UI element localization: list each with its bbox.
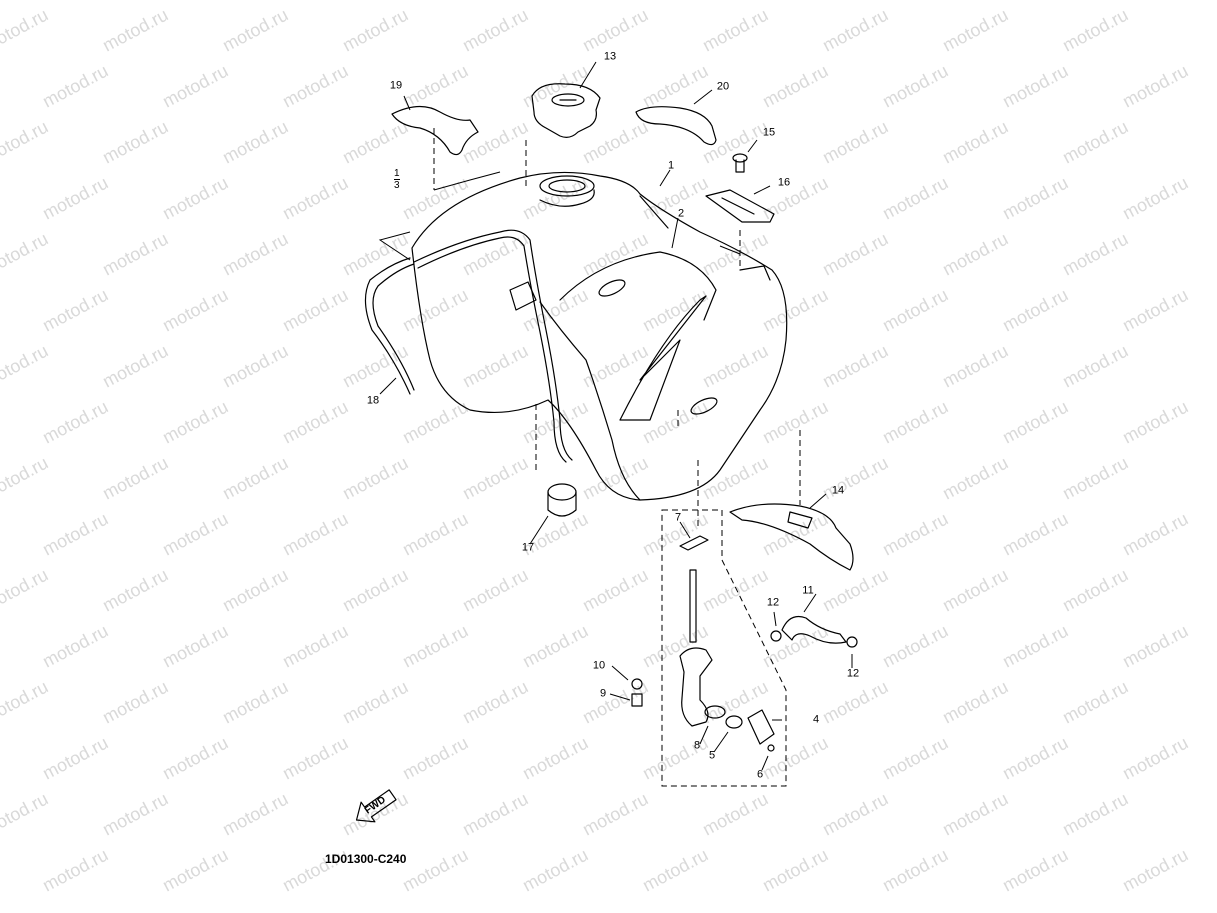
callout-20: 20: [716, 80, 730, 93]
callout-10: 10: [592, 659, 606, 672]
callout-1: 1: [667, 159, 675, 172]
fraction-bottom: 3: [394, 180, 400, 191]
fuel-hose-11: [770, 615, 858, 648]
callout-14: 14: [831, 484, 845, 497]
fuel-cock-assembly: [631, 569, 775, 752]
tank-pad-19: [391, 105, 479, 156]
callout-4: 4: [812, 713, 820, 726]
callout-8: 8: [693, 739, 701, 752]
callout-5: 5: [708, 749, 716, 762]
callout-13: 13: [603, 50, 617, 63]
callout-15: 15: [762, 126, 776, 139]
fuel-tank-1: [411, 171, 788, 501]
grommet-17: [547, 483, 577, 517]
fwd-arrow-icon: [355, 789, 397, 823]
drawing-code: 1D01300-C240: [325, 852, 407, 866]
callout-7: 7: [674, 511, 682, 524]
fraction-label: 1 3: [394, 168, 400, 191]
callout-11: 11: [802, 584, 814, 597]
callout-18: 18: [366, 394, 380, 407]
callout-16: 16: [777, 176, 791, 189]
callout-12: 12: [766, 596, 780, 609]
fuel-cap-13: [531, 83, 601, 138]
tank-cover-14: [729, 503, 854, 571]
callout-17: 17: [521, 541, 535, 554]
fraction-top: 1: [394, 168, 400, 180]
assembly-box-4: [661, 509, 787, 787]
damper-7: [679, 535, 709, 551]
edge-trim-18: [364, 229, 641, 501]
callout-12: 12: [846, 667, 860, 680]
bracket-16: [705, 189, 775, 223]
callout-2: 2: [677, 207, 685, 220]
pad-20: [635, 106, 717, 146]
bolt-15: [732, 153, 748, 173]
callout-6: 6: [756, 768, 764, 781]
callout-19: 19: [389, 79, 403, 92]
callout-9: 9: [599, 687, 607, 700]
